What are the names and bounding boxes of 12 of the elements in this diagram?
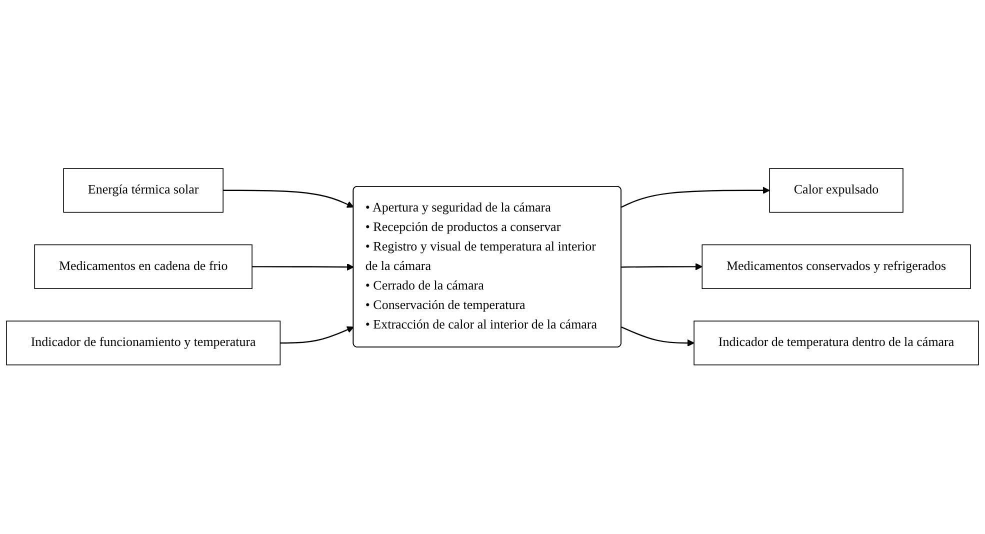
arrow [621, 187, 770, 208]
arrow [621, 263, 702, 271]
node-box: Medicamentos conservados y refrigerados [702, 244, 971, 290]
node-box: Indicador de temperatura dentro de la cámara [694, 320, 979, 366]
node-box: Calor expulsado [769, 168, 904, 214]
arrow [223, 190, 354, 208]
node-box: Medicamentos en cadena de frio [34, 244, 252, 290]
arrow [621, 326, 694, 347]
node-box: Indicador de funcionamiento y temperatura [6, 320, 281, 366]
arrow [280, 326, 354, 344]
arrow [252, 264, 354, 271]
node-box: Energía térmica solar [63, 168, 224, 214]
